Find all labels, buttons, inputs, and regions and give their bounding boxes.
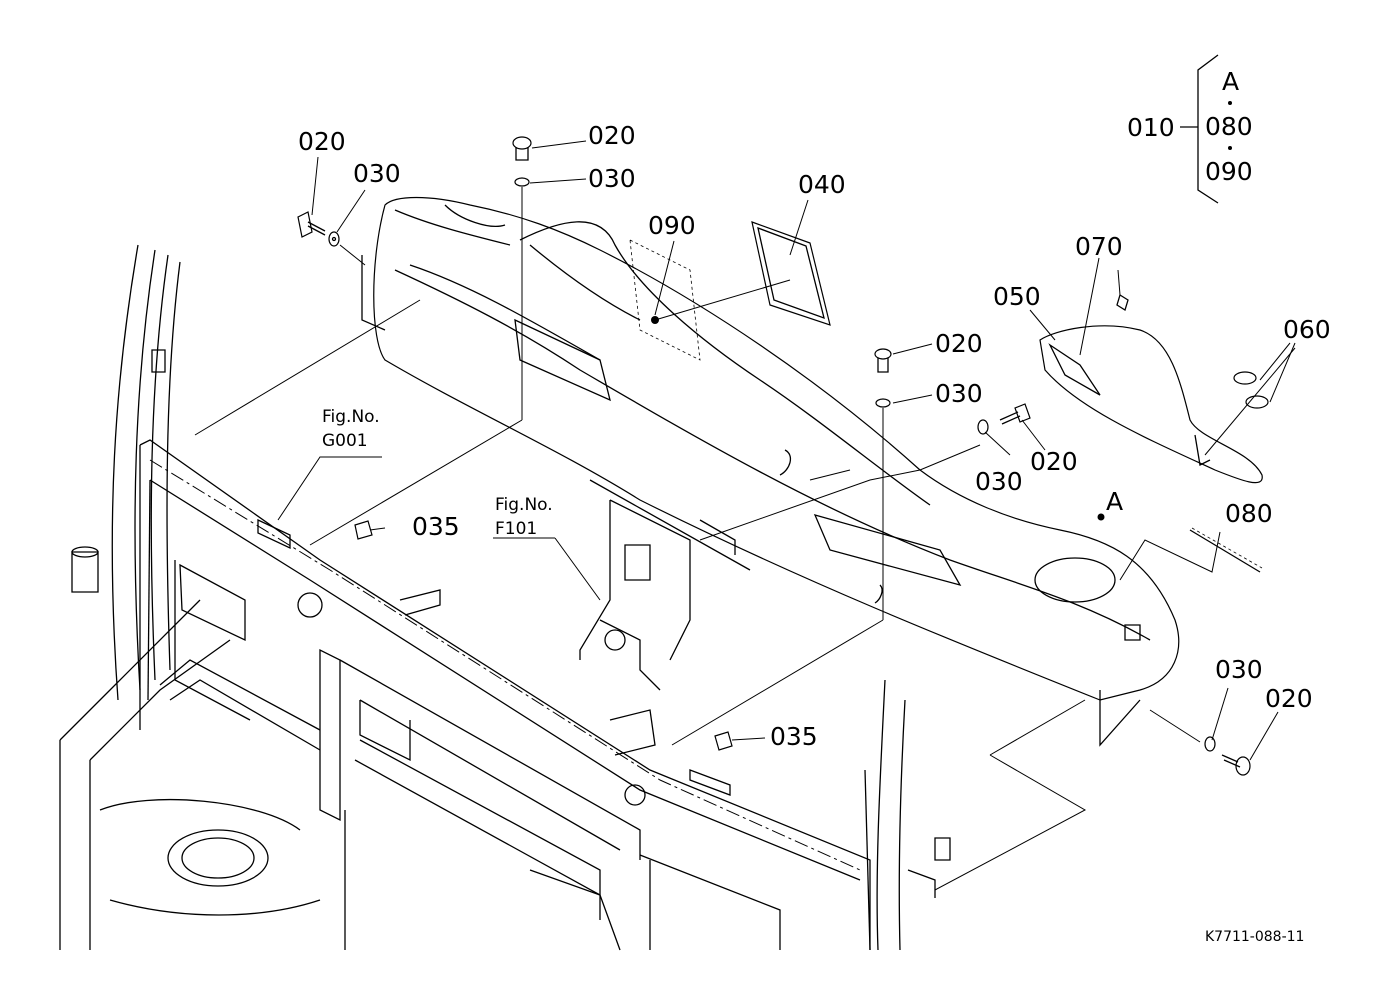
dash-panel-upper — [361, 196, 1180, 747]
callout-020: 020 — [935, 329, 983, 358]
callout-020: 020 — [298, 127, 346, 156]
callout-035: 035 — [770, 722, 818, 751]
callout-030: 030 — [353, 159, 401, 188]
assembly-child: A — [1222, 67, 1239, 96]
callout-020: 020 — [1265, 684, 1313, 713]
cab-frame-left — [71, 244, 181, 701]
bolt-020-top-center — [512, 136, 532, 161]
dash-frame — [59, 439, 951, 951]
bolt-020-lower-right — [1221, 754, 1251, 776]
washer-030-lower-right — [1204, 736, 1216, 752]
callout-030: 030 — [935, 379, 983, 408]
callout-080: 080 — [1225, 499, 1273, 528]
callout-030: 030 — [975, 467, 1023, 496]
callout-090: 090 — [648, 211, 696, 240]
assembly-child: 080 — [1205, 112, 1253, 141]
fig-ref-code: F101 — [495, 519, 537, 539]
fig-ref-code: G001 — [322, 431, 368, 451]
callout-030: 030 — [1215, 655, 1263, 684]
assembly-key: 010 A 080 090 — [1127, 54, 1253, 204]
callout-020: 020 — [1030, 447, 1078, 476]
fig-ref-f101: Fig.No. F101 — [495, 495, 553, 539]
bracket-assembly — [579, 479, 751, 691]
ref-point-a-label: A — [1106, 487, 1123, 516]
ref-point-a: A — [1097, 487, 1123, 521]
assembly-child: 090 — [1205, 157, 1253, 186]
fig-ref-g001: Fig.No. G001 — [322, 407, 380, 451]
bolt-020-mid — [874, 348, 892, 373]
callout-035: 035 — [412, 512, 460, 541]
bolt-020-top-left — [297, 211, 326, 238]
nut-035-a — [354, 520, 373, 540]
plate-040 — [751, 221, 831, 326]
clip-080 — [1189, 527, 1263, 573]
washer-030-top-center — [514, 177, 530, 187]
bolt-020-right — [999, 403, 1031, 425]
callouts: 020 030 020 030 040 090 070 050 060 020 … — [298, 121, 1331, 751]
callout-070: 070 — [1075, 232, 1123, 261]
callout-020: 020 — [588, 121, 636, 150]
washer-030-mid — [875, 398, 891, 408]
washer-030-top-left — [328, 231, 340, 247]
side-part-050 — [1039, 293, 1269, 484]
callout-060: 060 — [1283, 315, 1331, 344]
washer-030-right — [977, 419, 989, 435]
callout-050: 050 — [993, 282, 1041, 311]
leader-lines — [194, 140, 1296, 891]
assembly-parent: 010 — [1127, 113, 1175, 142]
fig-ref-label: Fig.No. — [495, 495, 553, 515]
nut-035-b — [714, 731, 733, 751]
figure-id: K7711-088-11 — [1205, 929, 1304, 945]
callout-030: 030 — [588, 164, 636, 193]
fig-ref-label: Fig.No. — [322, 407, 380, 427]
callout-040: 040 — [798, 170, 846, 199]
